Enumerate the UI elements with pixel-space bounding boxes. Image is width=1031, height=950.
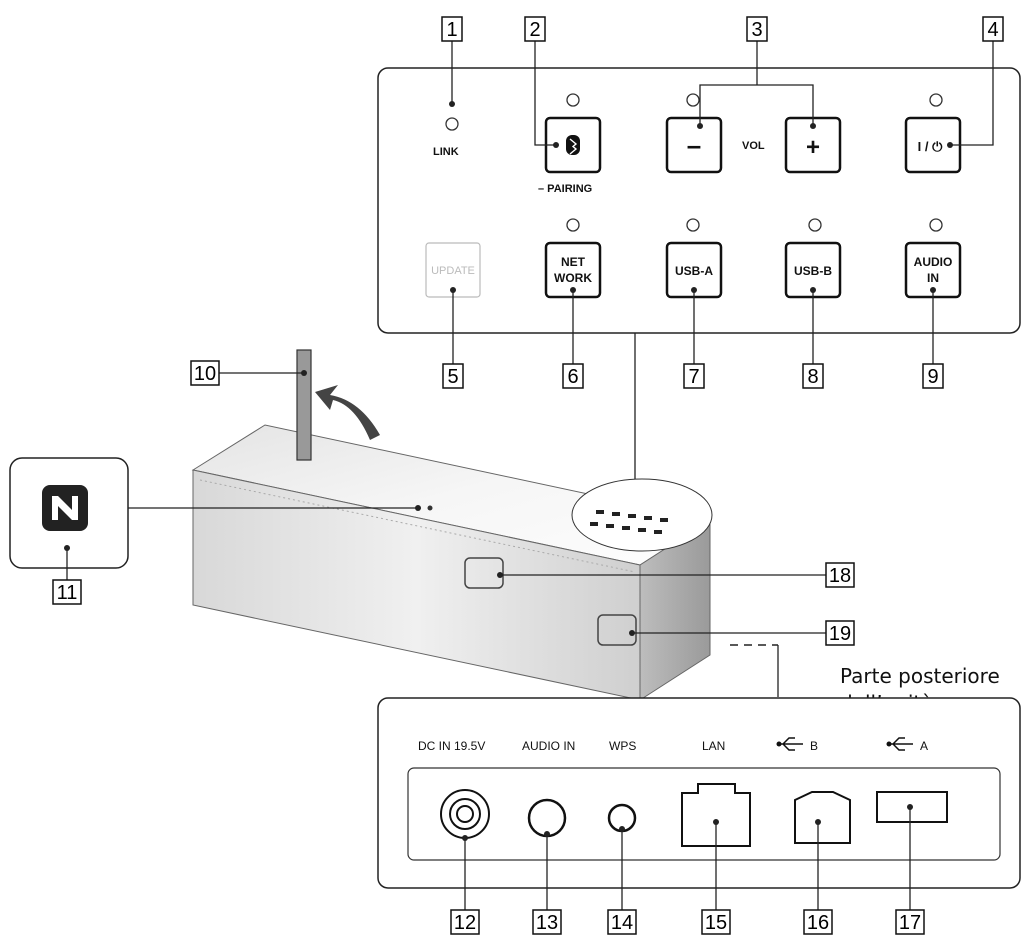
dc-in-port	[440, 789, 490, 839]
bluetooth-icon	[566, 135, 580, 155]
speaker-body	[191, 349, 826, 701]
svg-text:7: 7	[688, 366, 699, 388]
svg-text:15: 15	[705, 912, 727, 934]
callout-9: 9	[922, 363, 944, 389]
svg-text:8: 8	[807, 366, 818, 388]
usb-b-port-icon	[776, 737, 803, 751]
pairing-label: – PAIRING	[538, 183, 592, 195]
svg-text:5: 5	[447, 366, 458, 388]
volume-up-label: +	[806, 134, 820, 161]
network-label-line2: WORK	[554, 271, 592, 285]
callout-5: 5	[442, 363, 464, 389]
svg-text:16: 16	[807, 912, 829, 934]
antenna	[296, 349, 312, 461]
lan-port	[681, 783, 751, 847]
rear-panel: DC IN 19.5V AUDIO IN WPS LAN B A	[377, 697, 1021, 912]
svg-text:9: 9	[927, 366, 938, 388]
dc-in-label: DC IN 19.5V	[418, 739, 485, 753]
usb-b-label: USB-B	[794, 264, 832, 278]
callout-6: 6	[562, 363, 584, 389]
callout-18: 18	[825, 562, 855, 588]
callout-11: 11	[52, 579, 82, 605]
callout-8: 8	[802, 363, 824, 389]
nfc-icon	[42, 485, 88, 531]
audio-in-label-line2: IN	[927, 271, 939, 285]
svg-text:3: 3	[751, 19, 762, 41]
callout-15: 15	[701, 909, 731, 935]
rear-caption-line1: Parte posteriore	[840, 664, 1000, 688]
network-label-line1: NET	[561, 255, 586, 269]
usb-b-port-label: B	[810, 739, 818, 753]
power-label: I / ⏻	[918, 139, 943, 154]
audio-in-label-line1: AUDIO	[914, 255, 953, 269]
svg-text:12: 12	[454, 912, 476, 934]
svg-text:19: 19	[829, 623, 851, 645]
usb-a-port-label: A	[920, 739, 928, 753]
callout-12: 12	[450, 909, 480, 935]
front-sensor-19	[597, 614, 637, 646]
callout-3: 3	[746, 16, 768, 42]
svg-text:2: 2	[529, 19, 540, 41]
front-sensor-18	[464, 557, 504, 589]
svg-text:18: 18	[829, 565, 851, 587]
callout-14: 14	[607, 909, 637, 935]
svg-text:6: 6	[567, 366, 578, 388]
svg-text:13: 13	[536, 912, 558, 934]
top-control-panel: LINK – PAIRING – VOL + I / ⏻	[377, 40, 1021, 505]
svg-text:10: 10	[194, 363, 216, 385]
svg-text:1: 1	[446, 19, 457, 41]
callout-16: 16	[803, 909, 833, 935]
wps-label: WPS	[609, 739, 636, 753]
usb-a-port-icon	[886, 737, 913, 751]
svg-text:17: 17	[899, 912, 921, 934]
callout-17: 17	[895, 909, 925, 935]
volume-down-button[interactable]	[665, 116, 723, 174]
callout-19: 19	[825, 620, 855, 646]
link-label: LINK	[433, 146, 459, 158]
link-indicator	[445, 117, 459, 131]
audio-in-port-label: AUDIO IN	[522, 739, 575, 753]
lan-label: LAN	[702, 739, 725, 753]
nfc-panel	[9, 457, 421, 582]
callout-4: 4	[982, 16, 1004, 42]
audio-in-port	[527, 798, 567, 838]
svg-text:14: 14	[611, 912, 633, 934]
volume-down-label: –	[687, 130, 701, 160]
callout-13: 13	[532, 909, 562, 935]
callout-1: 1	[441, 16, 463, 42]
update-label: UPDATE	[431, 265, 475, 277]
usb-a-label: USB-A	[675, 264, 713, 278]
callout-10: 10	[190, 360, 220, 386]
svg-text:11: 11	[57, 582, 78, 604]
callout-2: 2	[524, 16, 546, 42]
usb-b-port	[794, 791, 851, 844]
vol-label: VOL	[742, 140, 765, 152]
callout-7: 7	[683, 363, 705, 389]
svg-text:4: 4	[987, 19, 998, 41]
